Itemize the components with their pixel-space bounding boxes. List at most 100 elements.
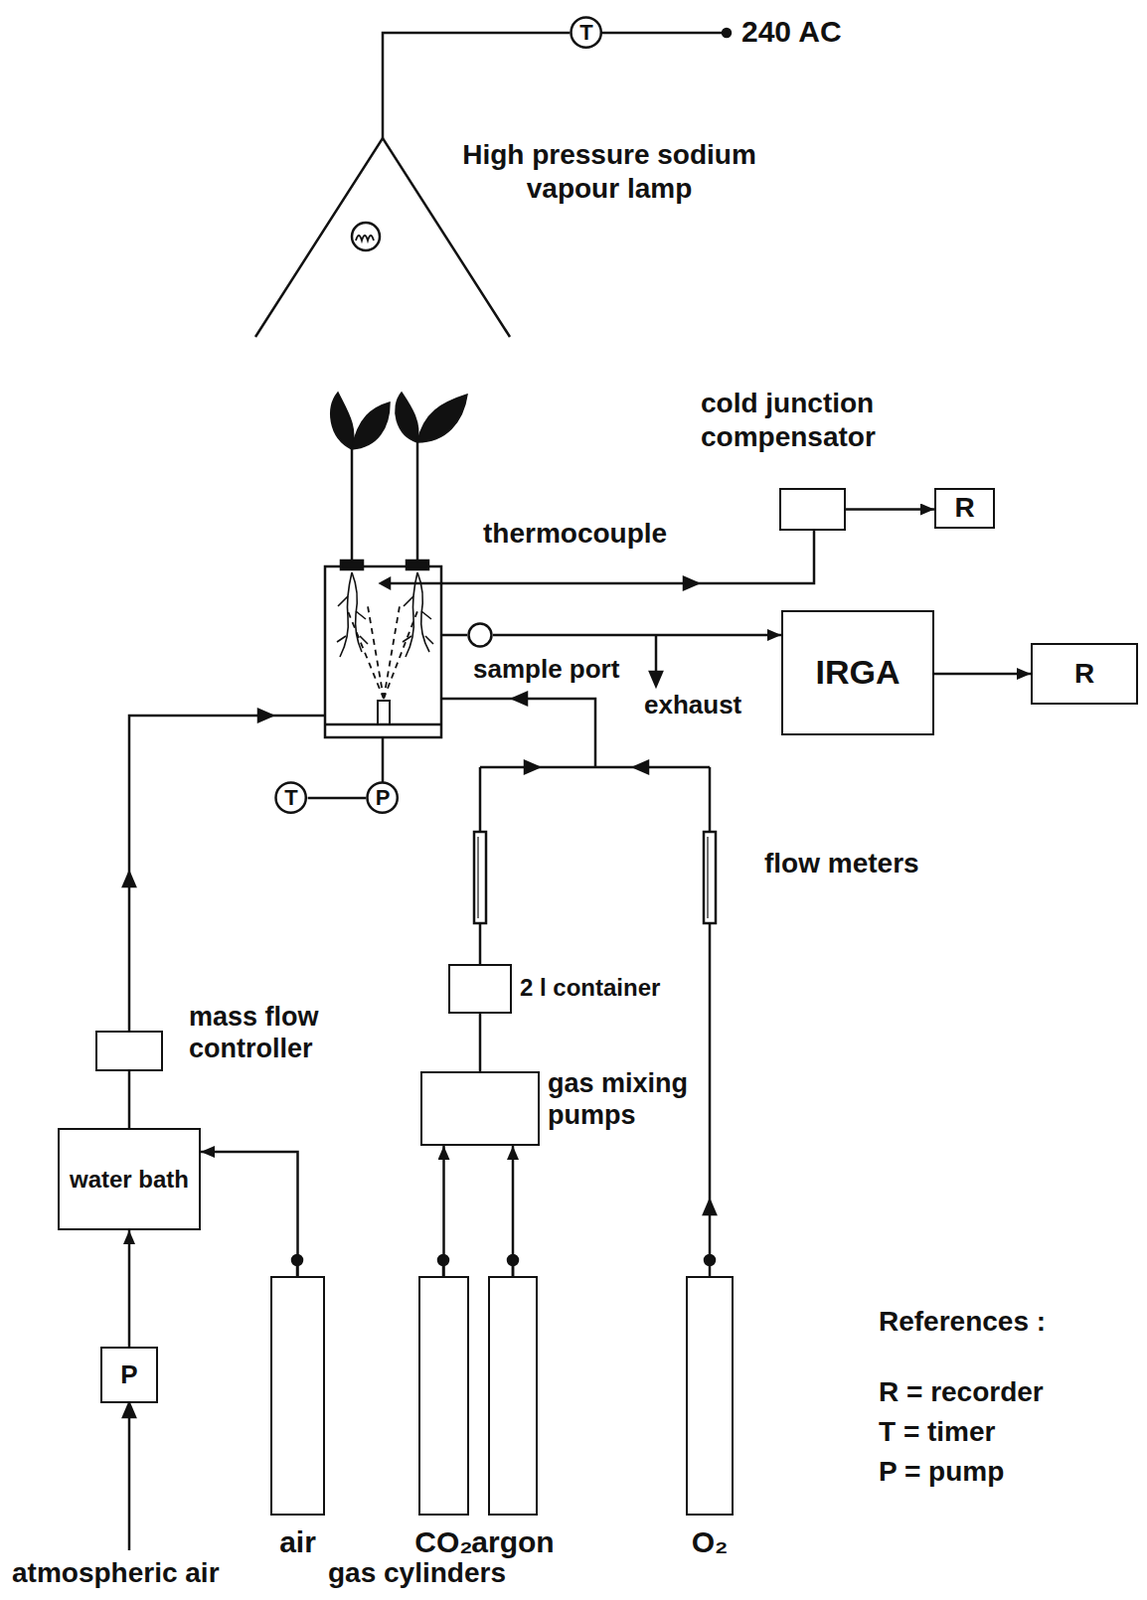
diagram-label: thermocouple [483, 516, 667, 551]
node-label: air [279, 1524, 317, 1561]
plant-stem [350, 442, 354, 567]
arrowhead [683, 577, 698, 590]
diagram-label: T = timer [878, 1415, 995, 1450]
connector [492, 634, 782, 638]
recorder-box: R [934, 488, 995, 529]
connector [200, 1151, 299, 1277]
meter-glass [706, 836, 708, 919]
connector [442, 1146, 446, 1277]
connector [128, 1071, 132, 1129]
node-label: cold junction compensator [700, 386, 940, 454]
meter-tube [479, 923, 483, 965]
container-box: 2 l container [448, 964, 512, 1014]
port-tube [441, 634, 468, 638]
cylinder-valves [292, 1255, 715, 1277]
meter-tube [708, 767, 712, 832]
node-label: CO₂ [414, 1524, 473, 1561]
diagram-label: 240 AC [741, 13, 842, 50]
flow-meter [474, 831, 487, 924]
arrowhead [380, 578, 390, 589]
intake-tube [128, 1415, 132, 1551]
node-label: IRGA [816, 653, 901, 692]
gas-cylinder: argon [488, 1276, 538, 1516]
node-label: water bath [69, 1165, 189, 1194]
timer-circle: T [274, 781, 308, 815]
gas-cylinder: air [270, 1276, 326, 1516]
label-holder: T [569, 15, 603, 49]
node-label: T [284, 785, 298, 811]
mist-nozzle [377, 700, 390, 725]
plant-collar [406, 560, 429, 570]
pump-box: P [100, 1346, 159, 1404]
connector [479, 1013, 483, 1072]
plant-stem [416, 437, 420, 567]
gas-manifold [480, 766, 710, 770]
exhaust-tube [655, 635, 658, 674]
plant-roots [336, 572, 434, 657]
arrowhead [512, 692, 527, 705]
arrowhead [703, 1200, 716, 1215]
connector [128, 1230, 132, 1347]
diagram-label: atmospheric air [11, 1556, 220, 1591]
node-label: O₂ [691, 1524, 729, 1561]
pump-tube [381, 737, 385, 783]
connector [511, 1146, 515, 1277]
arrowhead [123, 872, 136, 887]
meter-glass [477, 836, 479, 919]
label-holder: water bath [59, 1130, 199, 1229]
recorder-box: R [1030, 643, 1139, 705]
circle-outline [467, 622, 493, 649]
gas-mixing-pumps: gas mixing pumps [420, 1071, 540, 1147]
lamp-filament [355, 235, 374, 241]
connector [382, 32, 570, 139]
label-holder: IRGA [783, 612, 933, 734]
plant-collar [340, 560, 363, 570]
timer-circle: T [569, 15, 603, 49]
label-holder: P [102, 1348, 157, 1402]
arrowhead [258, 709, 273, 722]
lamp-bulb [351, 222, 380, 251]
node-label: P [375, 785, 391, 811]
terminal-dot [722, 28, 731, 37]
node-label: sample port [473, 654, 620, 685]
root-chamber [325, 566, 442, 738]
gas-supply-tube [441, 698, 596, 768]
node-label: R [1074, 657, 1095, 690]
connector [845, 507, 935, 511]
mass-flow-controller: mass flow controller [95, 1030, 164, 1072]
node-label: mass flow controller [188, 1000, 358, 1066]
lamp-node: High pressure sodium vapour lamp [255, 138, 510, 337]
connector [308, 797, 367, 801]
water-bath: water bath [57, 1128, 201, 1231]
gas-cylinder: CO₂ [418, 1276, 470, 1516]
diagram-label: R = recorder [878, 1375, 1044, 1410]
compensator-box: cold junction compensator [779, 488, 846, 531]
node-label: T [579, 19, 593, 45]
diagram-label: P = pump [878, 1455, 1004, 1489]
node-label: argon [471, 1524, 554, 1561]
node-label: P [120, 1360, 138, 1391]
power-wire [602, 31, 723, 35]
air-supply-tube [129, 715, 326, 1031]
sample-port: sample port [467, 622, 493, 649]
label-holder: T [274, 781, 308, 815]
arrowhead [634, 761, 649, 774]
arrowhead [650, 671, 662, 686]
label-holder: R [936, 490, 993, 527]
node-label: 2 l container [519, 974, 660, 1003]
node-label: gas mixing pumps [547, 1067, 717, 1133]
arrowhead [123, 1403, 136, 1418]
diagram-label: exhaust [644, 689, 742, 721]
flow-meter [703, 831, 716, 924]
irga-box: IRGA [781, 610, 935, 736]
label-holder: P [365, 781, 399, 815]
diagram-label: flow meters [764, 846, 920, 881]
node-label: R [954, 491, 975, 524]
diagram-label: gas cylinders [327, 1556, 506, 1591]
label-holder: R [1032, 645, 1137, 703]
meter-tube [479, 767, 483, 832]
plant-leaves [330, 392, 468, 450]
